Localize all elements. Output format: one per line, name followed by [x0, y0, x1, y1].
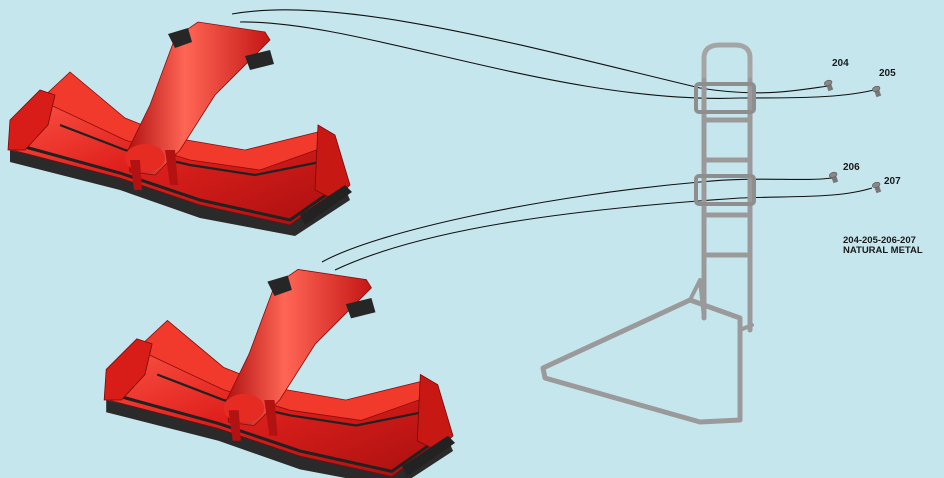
material-note-finish: NATURAL METAL: [843, 246, 923, 256]
leader-line-204: [232, 10, 828, 93]
screw-icon: [872, 85, 883, 98]
leader-line-205: [240, 22, 874, 98]
front-wing-bottom: [104, 269, 455, 478]
screw-icon: [824, 79, 835, 92]
part-label-207: 207: [884, 177, 901, 187]
part-label-205: 205: [879, 69, 896, 79]
part-label-206: 206: [843, 163, 860, 173]
wall-stand: [543, 45, 754, 422]
screw-icon: [872, 181, 883, 194]
material-note: 204-205-206-207 NATURAL METAL: [843, 236, 923, 256]
part-label-204: 204: [832, 59, 849, 69]
screw-icon: [829, 171, 840, 184]
front-wing-top: [8, 22, 352, 236]
